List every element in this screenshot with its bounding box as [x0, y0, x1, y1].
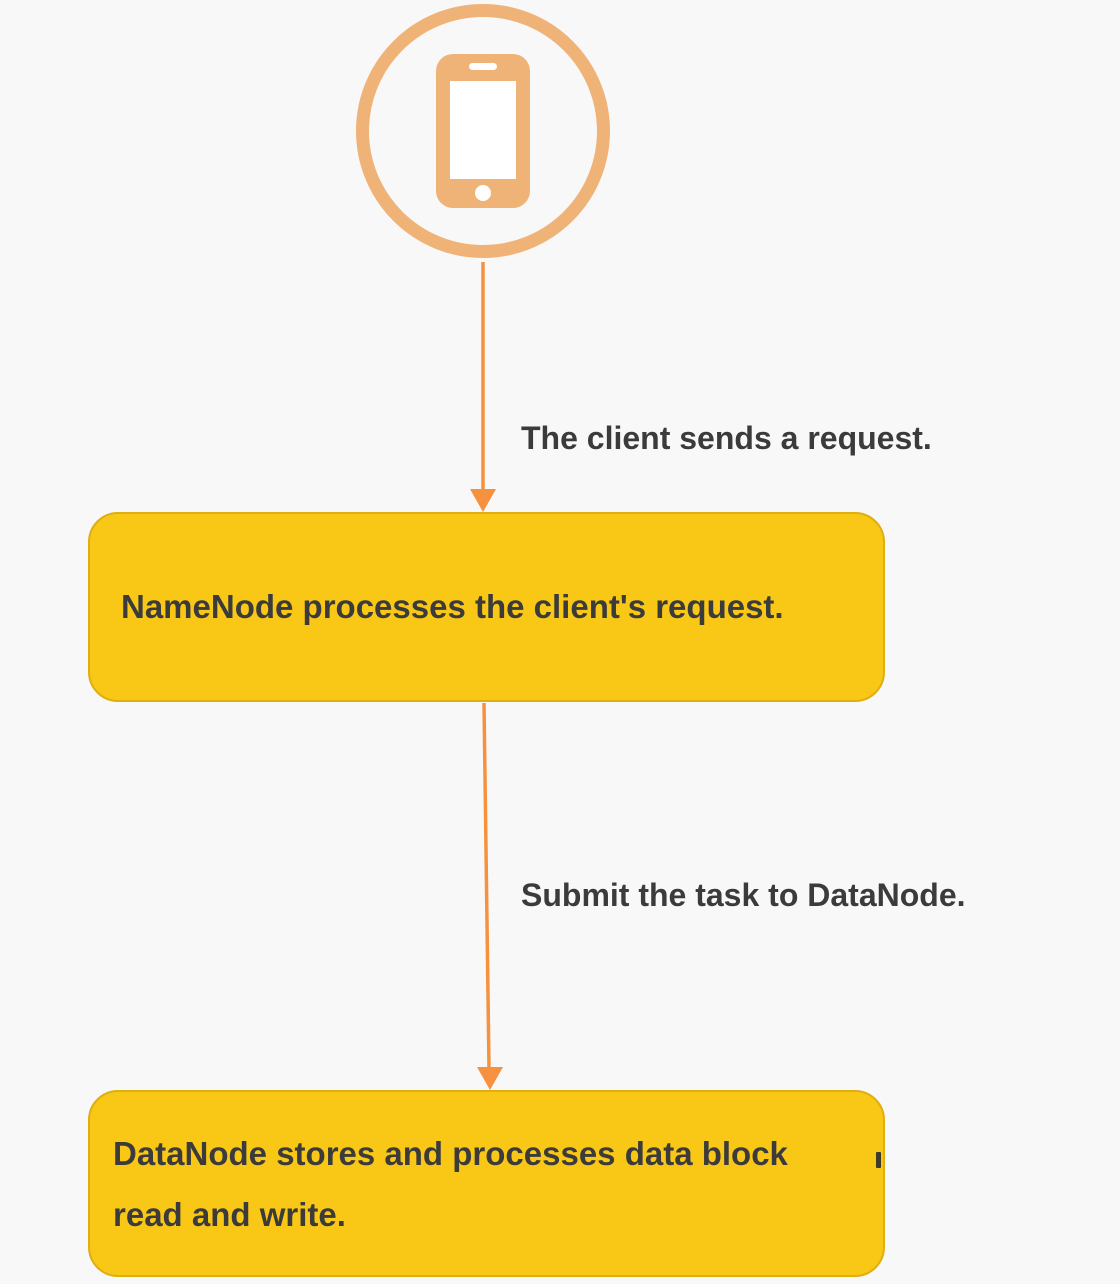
edge-label-submit-task: Submit the task to DataNode. — [521, 877, 966, 913]
arrow-head-namenode-to-datanode — [477, 1067, 503, 1090]
edge-label-client-request: The client sends a request. — [521, 420, 932, 456]
node-datanode: DataNode stores and processes data block… — [88, 1090, 885, 1277]
smartphone-icon — [436, 54, 530, 208]
node-datanode-label: DataNode stores and processes data block… — [113, 1134, 788, 1233]
arrow-line-namenode-to-datanode — [482, 702, 491, 1069]
node-namenode: NameNode processes the client's request. — [88, 512, 885, 702]
client-node — [356, 4, 610, 258]
arrow-head-client-to-namenode — [470, 489, 496, 512]
edge-artifact-mark — [876, 1152, 881, 1168]
node-namenode-label: NameNode processes the client's request. — [121, 588, 784, 625]
